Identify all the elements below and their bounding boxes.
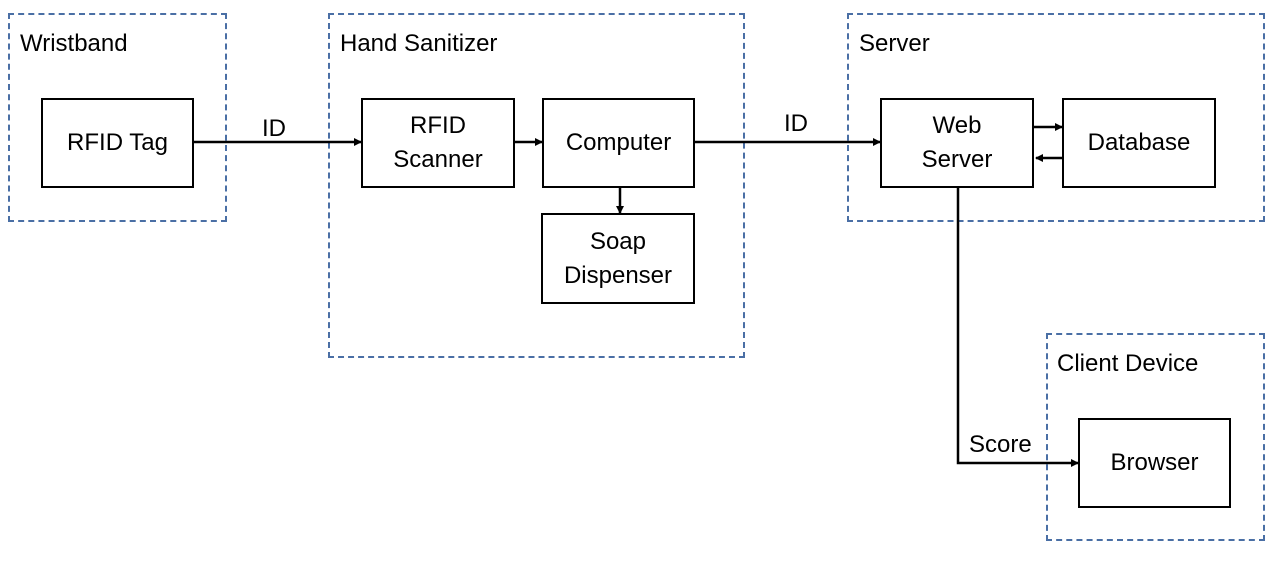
node-browser: Browser bbox=[1078, 418, 1231, 508]
edge-label-webserver-to-browser: Score bbox=[969, 431, 1032, 458]
node-rfid-tag-label: RFID Tag bbox=[67, 129, 168, 156]
node-soap-dispenser: Soap Dispenser bbox=[541, 213, 695, 304]
edge-label-tag-to-scanner: ID bbox=[262, 115, 286, 142]
node-browser-label: Browser bbox=[1110, 449, 1199, 476]
node-database: Database bbox=[1062, 98, 1216, 188]
group-wristband-label: Wristband bbox=[20, 30, 128, 57]
edge-webserver-to-browser bbox=[956, 188, 1079, 467]
group-client-device bbox=[1046, 333, 1265, 541]
node-web-server: Web Server bbox=[880, 98, 1034, 188]
node-rfid-tag: RFID Tag bbox=[41, 98, 194, 188]
node-database-label: Database bbox=[1087, 129, 1191, 156]
edge-label-computer-to-webserver: ID bbox=[784, 110, 808, 137]
node-web-server-label: Web Server bbox=[921, 112, 993, 173]
node-rfid-scanner-label: RFID Scanner bbox=[393, 112, 483, 173]
group-hand-sanitizer-label: Hand Sanitizer bbox=[340, 30, 498, 57]
group-hand-sanitizer bbox=[328, 13, 745, 358]
group-server bbox=[847, 13, 1265, 222]
node-rfid-scanner: RFID Scanner bbox=[361, 98, 515, 188]
node-soap-dispenser-label: Soap Dispenser bbox=[563, 227, 673, 289]
node-computer-label: Computer bbox=[565, 129, 672, 156]
group-wristband bbox=[8, 13, 227, 222]
node-computer: Computer bbox=[542, 98, 695, 188]
group-server-label: Server bbox=[859, 30, 930, 57]
group-client-device-label: Client Device bbox=[1057, 350, 1199, 377]
